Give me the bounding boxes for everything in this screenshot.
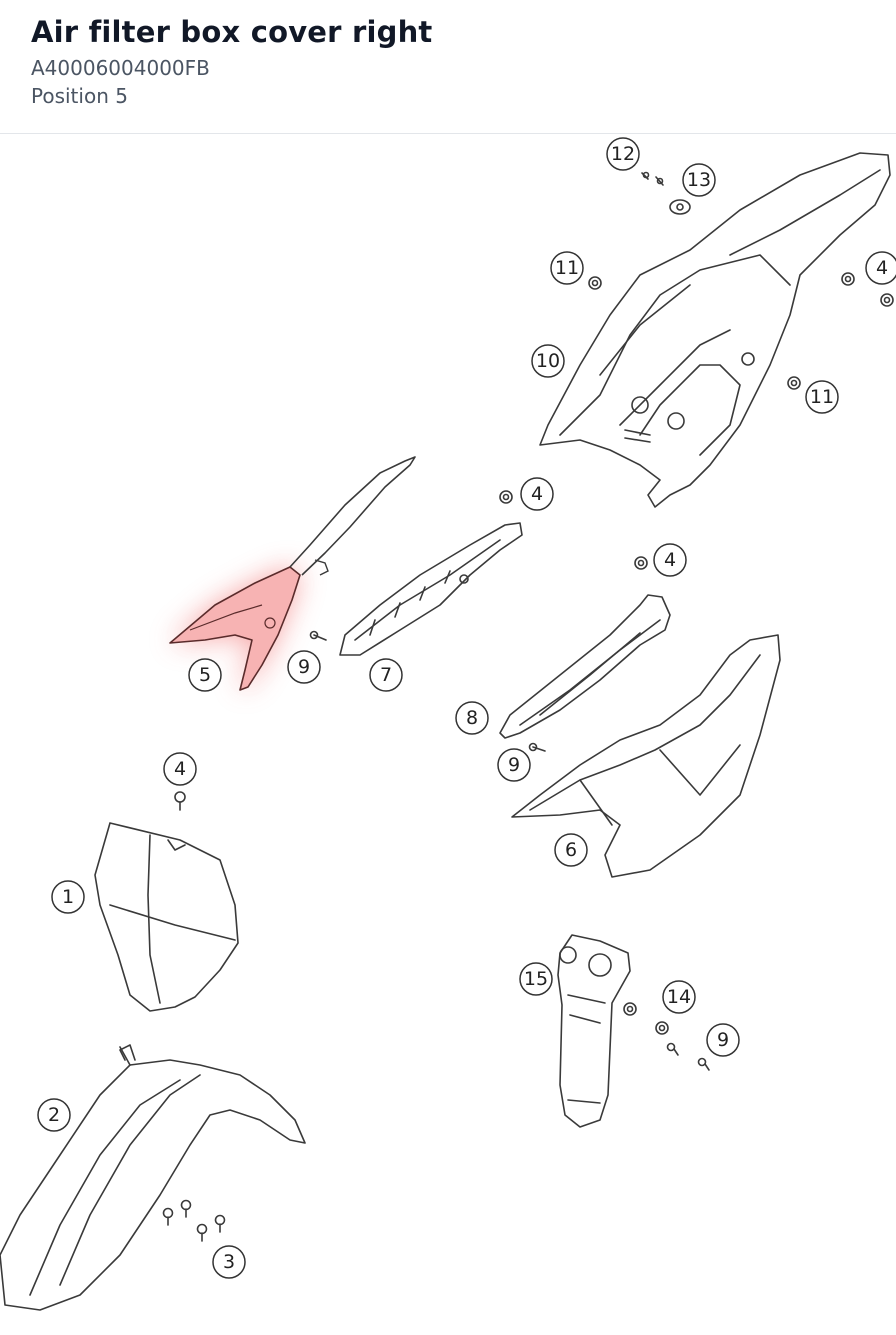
callout-label: 4 [664, 549, 676, 571]
callout-8[interactable] [455, 701, 489, 735]
callout-7[interactable] [369, 658, 403, 692]
callout-3[interactable] [212, 1245, 246, 1279]
callout-label: 6 [565, 839, 577, 861]
callout-label: 1 [62, 886, 74, 908]
callout-label: 4 [876, 257, 888, 279]
callout-2[interactable] [37, 1098, 71, 1132]
callout-13[interactable] [682, 163, 716, 197]
callout-label: 11 [555, 257, 579, 279]
nut-4-mid[interactable] [499, 490, 513, 504]
callout-10[interactable] [531, 344, 565, 378]
callout-4c[interactable] [653, 543, 687, 577]
callout-label: 13 [687, 169, 711, 191]
bolt-9-middle[interactable] [528, 742, 546, 752]
callout-12[interactable] [606, 137, 640, 171]
nut-13[interactable] [669, 199, 691, 215]
screws-3[interactable] [162, 1199, 226, 1242]
callout-label: 3 [223, 1251, 235, 1273]
callout-label: 9 [298, 656, 310, 678]
callout-11a[interactable] [550, 251, 584, 285]
callout-9b[interactable] [497, 748, 531, 782]
callout-label: 7 [380, 664, 392, 686]
callout-15[interactable] [519, 962, 553, 996]
front-fender-2[interactable] [0, 1044, 306, 1311]
part-header: Air filter box cover right A40006004000F… [0, 0, 896, 134]
screw-4-headlight[interactable] [174, 791, 186, 811]
callout-4d[interactable] [163, 752, 197, 786]
rear-fender-part[interactable] [539, 152, 891, 508]
headlight-mask-1[interactable] [94, 822, 239, 1012]
exploded-parts-diagram: 12 13 11 4 10 11 4 4 5 9 7 8 9 6 4 1 15 … [0, 135, 896, 1335]
callout-label: 8 [466, 707, 478, 729]
callout-14[interactable] [662, 980, 696, 1014]
bolts-9-lower[interactable] [666, 1042, 710, 1071]
nut-4-topright[interactable] [841, 272, 894, 307]
callout-5[interactable] [188, 658, 222, 692]
callout-9a[interactable] [287, 650, 321, 684]
callout-labels: 12 13 11 4 10 11 4 4 5 9 7 8 9 6 4 1 15 … [48, 143, 888, 1273]
callout-label: 15 [524, 968, 548, 990]
bolt-9-left[interactable] [309, 630, 327, 641]
bolts-12[interactable] [641, 171, 664, 186]
air-filter-box-cover-right-5[interactable] [169, 456, 416, 691]
callout-1[interactable] [51, 880, 85, 914]
callout-label: 4 [531, 483, 543, 505]
callout-11b[interactable] [805, 380, 839, 414]
callout-label: 2 [48, 1104, 60, 1126]
callout-label: 5 [199, 664, 211, 686]
side-panel-6[interactable] [511, 634, 781, 878]
grommets-14[interactable] [623, 1002, 669, 1035]
number-plate-15[interactable] [557, 934, 631, 1128]
callout-label: 10 [536, 350, 560, 372]
part-number: A40006004000FB [31, 56, 210, 80]
nut-11-right[interactable] [787, 376, 801, 390]
side-bracket-7[interactable] [339, 522, 523, 656]
callout-9c[interactable] [706, 1023, 740, 1057]
callout-6[interactable] [554, 833, 588, 867]
callouts [37, 137, 896, 1279]
side-bracket-8[interactable] [499, 594, 671, 739]
nut-11-top[interactable] [588, 276, 602, 290]
callout-4b[interactable] [520, 477, 554, 511]
callout-label: 12 [611, 143, 635, 165]
part-title: Air filter box cover right [31, 15, 433, 49]
callout-label: 14 [667, 986, 691, 1008]
callout-4a[interactable] [865, 251, 896, 285]
callout-label: 11 [810, 386, 834, 408]
callout-label: 9 [508, 754, 520, 776]
callout-label: 4 [174, 758, 186, 780]
nut-4-mid2[interactable] [634, 556, 648, 570]
callout-label: 9 [717, 1029, 729, 1051]
part-position: Position 5 [31, 84, 128, 108]
